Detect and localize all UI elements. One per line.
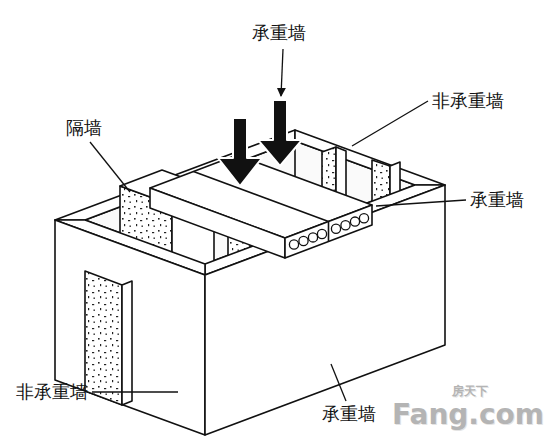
slab-end [285, 205, 372, 258]
watermark: 房天下 [452, 384, 488, 398]
leader-line [92, 391, 178, 392]
door-jamb [122, 281, 132, 405]
right-wall-rim [295, 130, 445, 185]
wall-label: 承重墙 [322, 403, 376, 425]
slab-holes [289, 214, 368, 250]
wall-label: 承重墙 [252, 22, 306, 44]
load-arrow [258, 100, 302, 166]
watermark: Fang.com [392, 398, 544, 432]
leader-line [90, 142, 130, 192]
door-opening [85, 271, 122, 405]
leader-line [352, 101, 428, 146]
leader-line [376, 200, 466, 206]
leader-line [331, 364, 346, 401]
leader-line [281, 49, 283, 96]
wall-label: 非承重墙 [16, 381, 88, 403]
slab-side [150, 188, 285, 258]
wall-label: 隔墙 [66, 117, 102, 139]
left-wall [55, 220, 205, 435]
wall-label: 非承重墙 [432, 90, 504, 112]
slab-joint [328, 222, 330, 242]
wall-label: 承重墙 [470, 189, 524, 211]
slab-top [150, 155, 372, 238]
load-arrow [218, 118, 262, 186]
